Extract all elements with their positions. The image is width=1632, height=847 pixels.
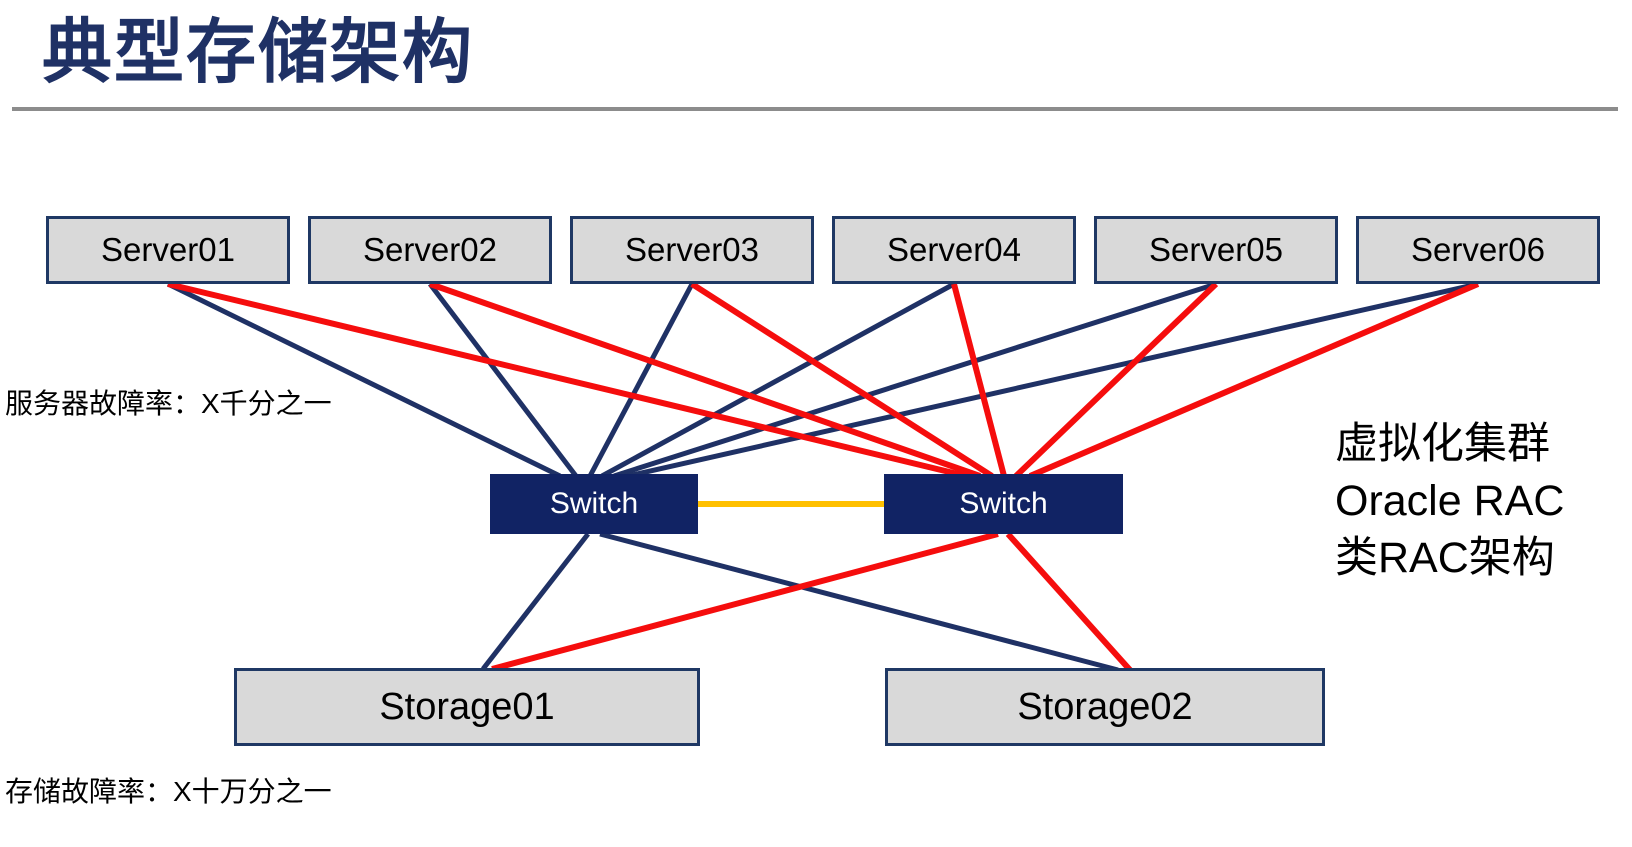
server04-box: Server04 (832, 216, 1076, 284)
server-failure-rate-label: 服务器故障率：X千分之一 (5, 388, 332, 419)
link-server04-switch-right (951, 283, 1007, 477)
side-note-line3: 类RAC架构 (1335, 534, 1555, 582)
server06-box: Server06 (1356, 216, 1600, 284)
link-switch-left-storage02 (599, 531, 1119, 673)
server02-label: Server02 (363, 231, 497, 268)
storage02-label: Storage02 (1017, 685, 1193, 728)
server06-label: Server06 (1411, 231, 1545, 268)
switch-right-box: Switch (884, 474, 1123, 534)
link-server01-switch-right (167, 281, 967, 479)
server02-box: Server02 (308, 216, 552, 284)
server05-label: Server05 (1149, 231, 1283, 268)
link-server05-switch-right (1013, 281, 1219, 479)
side-note: 虚拟化集群 Oracle RAC 类RAC架构 (1335, 416, 1564, 587)
storage02-box: Storage02 (885, 668, 1325, 746)
link-server03-switch-right (690, 281, 994, 479)
link-server06-switch-left (627, 281, 1479, 479)
link-server02-switch-right (429, 281, 981, 479)
link-server02-switch-left (428, 282, 578, 478)
server03-label: Server03 (625, 231, 759, 268)
link-server01-switch-left (166, 281, 562, 479)
switch-left-box: Switch (490, 474, 698, 534)
switch-right-label: Switch (959, 487, 1048, 520)
switch-left-label: Switch (549, 487, 639, 520)
link-switch-right-storage02 (1005, 531, 1133, 673)
server05-box: Server05 (1094, 216, 1338, 284)
link-server05-switch-left (613, 281, 1217, 479)
link-server03-switch-left (587, 282, 695, 478)
server04-label: Server04 (887, 231, 1021, 268)
link-server06-switch-right (1028, 281, 1480, 479)
title-divider (12, 107, 1618, 111)
server01-label: Server01 (101, 231, 235, 268)
side-note-line2: Oracle RAC (1335, 477, 1565, 525)
side-note-line1: 虚拟化集群 (1335, 420, 1550, 468)
storage-failure-rate-label: 存储故障率：X十万分之一 (5, 776, 332, 807)
link-switch-left-storage01 (481, 532, 590, 671)
server01-box: Server01 (46, 216, 290, 284)
storage01-label: Storage01 (379, 685, 555, 728)
page-title: 典型存储架构 (42, 13, 474, 91)
server03-box: Server03 (570, 216, 814, 284)
link-server04-switch-left (600, 281, 956, 479)
link-switch-right-storage01 (491, 531, 999, 672)
storage01-box: Storage01 (234, 668, 700, 746)
